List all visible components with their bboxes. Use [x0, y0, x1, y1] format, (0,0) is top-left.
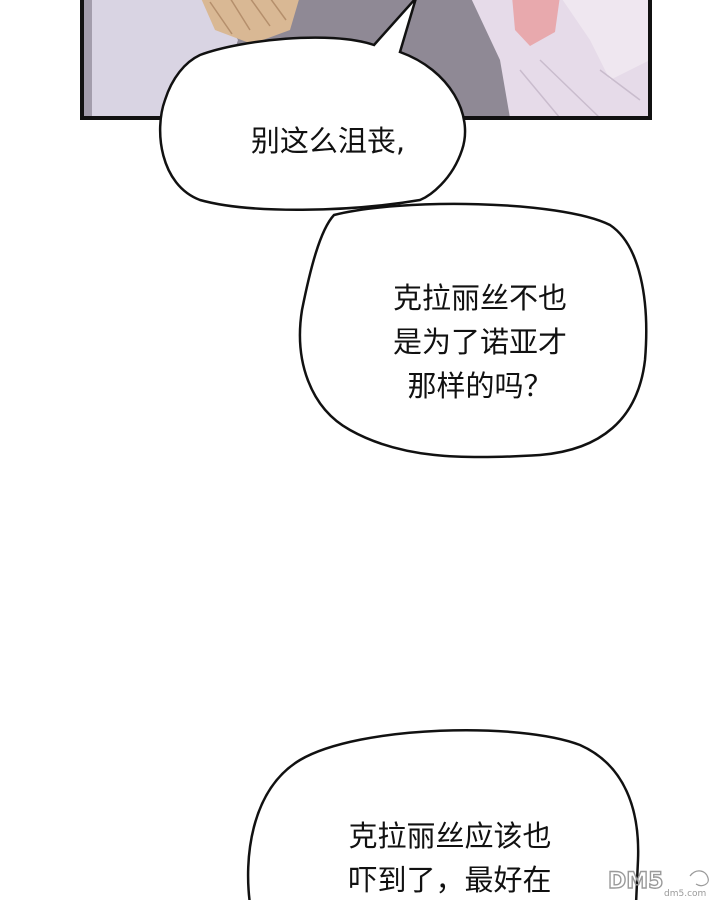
speech-bubble-3 [246, 729, 640, 900]
bubble-2-line-3: 那样的吗？ [407, 369, 553, 403]
speech-bubble-2 [298, 202, 648, 459]
site-watermark: DM5 dm5.com [606, 866, 716, 898]
svg-text:DM5: DM5 [608, 869, 663, 894]
dm5-logo-icon: DM5 dm5.com [607, 868, 709, 898]
bubble-2-text: 克拉丽丝不也 是为了诺亚才 那样的吗？ [310, 276, 650, 408]
bubble-1-line-1: 别这么沮丧, [250, 124, 406, 158]
bubble-1-text: 别这么沮丧, [200, 119, 456, 163]
bubble-3-line-2: 吓到了，最好在 [348, 863, 552, 897]
top-panel [80, 0, 652, 120]
bubble-3-line-1: 克拉丽丝应该也 [348, 819, 552, 853]
svg-text:dm5.com: dm5.com [664, 889, 706, 898]
bubble-2-line-1: 克拉丽丝不也 [392, 281, 567, 315]
bubble-3-text: 克拉丽丝应该也 吓到了，最好在 [270, 814, 630, 902]
bubble-2-line-2: 是为了诺亚才 [392, 325, 567, 359]
speech-bubble-1 [158, 0, 467, 212]
